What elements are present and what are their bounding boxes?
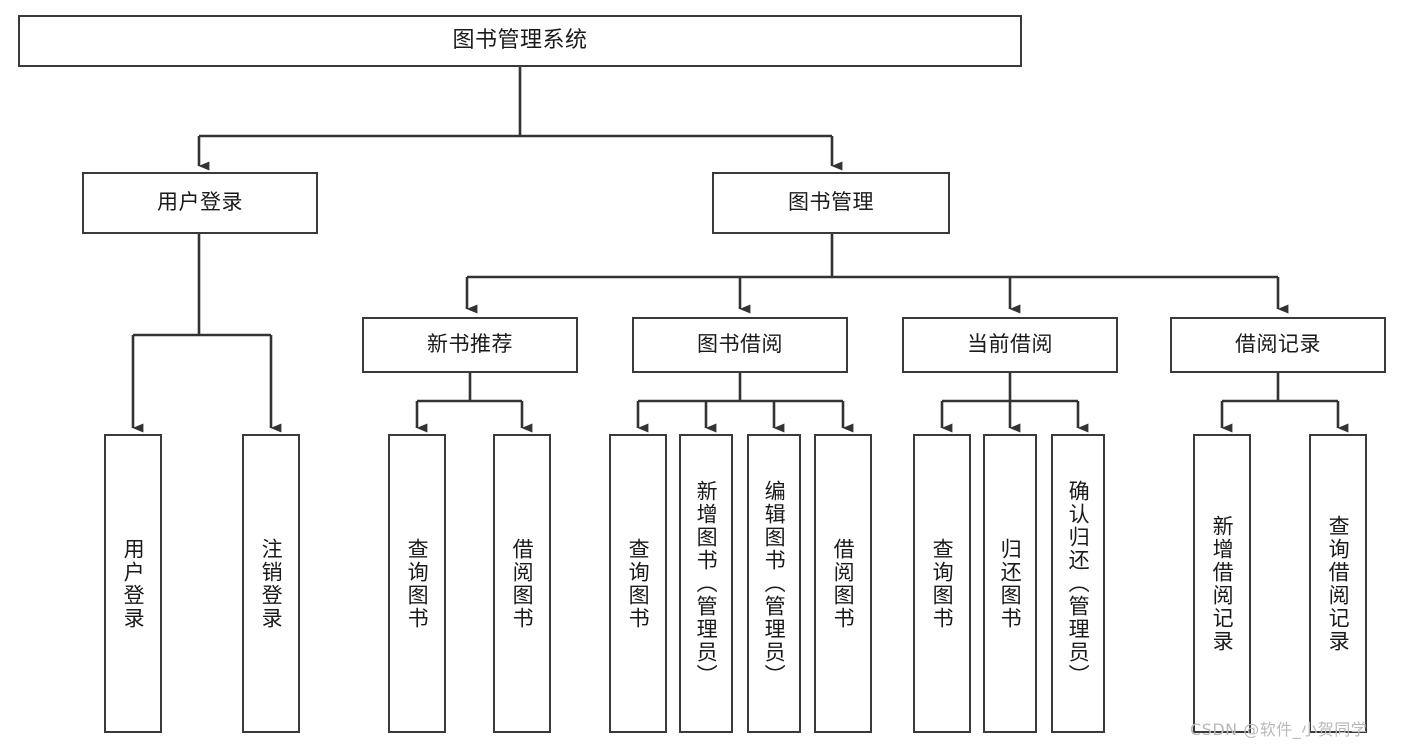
node-leaf-bb-borrow-book-label: 借阅图书 xyxy=(831,537,856,630)
node-leaf-br-add-record[interactable]: 新增借阅记录 xyxy=(1193,434,1251,733)
node-leaf-logout[interactable]: 注销登录 xyxy=(242,434,300,733)
node-new-book-recommend[interactable]: 新书推荐 xyxy=(362,317,578,373)
node-leaf-cb-confirm-return-label: 确认归还（管理员） xyxy=(1066,480,1091,687)
node-current-borrow[interactable]: 当前借阅 xyxy=(902,317,1118,373)
node-borrow-record-label: 借阅记录 xyxy=(1235,332,1321,357)
node-book-borrow[interactable]: 图书借阅 xyxy=(632,317,848,373)
node-leaf-nbr-query-book-label: 查询图书 xyxy=(405,537,430,630)
node-user-login-label: 用户登录 xyxy=(157,190,243,215)
node-leaf-nbr-borrow-book-label: 借阅图书 xyxy=(510,537,535,630)
node-book-borrow-label: 图书借阅 xyxy=(697,332,783,357)
node-leaf-cb-query-book[interactable]: 查询图书 xyxy=(913,434,971,733)
node-current-borrow-label: 当前借阅 xyxy=(967,332,1053,357)
node-leaf-nbr-query-book[interactable]: 查询图书 xyxy=(388,434,446,733)
node-leaf-cb-return-book-label: 归还图书 xyxy=(998,537,1023,630)
node-leaf-bb-add-book-label: 新增图书（管理员） xyxy=(694,480,719,687)
node-leaf-bb-query-book-label: 查询图书 xyxy=(626,537,651,630)
node-leaf-bb-add-book[interactable]: 新增图书（管理员） xyxy=(679,434,733,733)
node-leaf-br-add-record-label: 新增借阅记录 xyxy=(1210,514,1235,653)
node-borrow-record[interactable]: 借阅记录 xyxy=(1170,317,1386,373)
node-leaf-bb-borrow-book[interactable]: 借阅图书 xyxy=(814,434,872,733)
node-leaf-cb-query-book-label: 查询图书 xyxy=(930,537,955,630)
node-leaf-br-query-record[interactable]: 查询借阅记录 xyxy=(1309,434,1367,733)
node-leaf-cb-confirm-return[interactable]: 确认归还（管理员） xyxy=(1051,434,1105,733)
node-leaf-cb-return-book[interactable]: 归还图书 xyxy=(983,434,1037,733)
node-leaf-bb-query-book[interactable]: 查询图书 xyxy=(609,434,667,733)
node-new-book-recommend-label: 新书推荐 xyxy=(427,332,513,357)
node-leaf-br-query-record-label: 查询借阅记录 xyxy=(1326,514,1351,653)
node-leaf-bb-edit-book[interactable]: 编辑图书（管理员） xyxy=(747,434,801,733)
node-book-manage-label: 图书管理 xyxy=(788,190,874,215)
node-user-login[interactable]: 用户登录 xyxy=(82,172,318,234)
node-root-label: 图书管理系统 xyxy=(452,27,588,53)
node-leaf-nbr-borrow-book[interactable]: 借阅图书 xyxy=(493,434,551,733)
node-leaf-logout-label: 注销登录 xyxy=(259,537,284,630)
node-book-manage[interactable]: 图书管理 xyxy=(712,172,950,234)
node-leaf-user-login-label: 用户登录 xyxy=(121,537,146,630)
node-root[interactable]: 图书管理系统 xyxy=(18,15,1022,67)
node-leaf-user-login[interactable]: 用户登录 xyxy=(104,434,162,733)
node-leaf-bb-edit-book-label: 编辑图书（管理员） xyxy=(762,480,787,687)
